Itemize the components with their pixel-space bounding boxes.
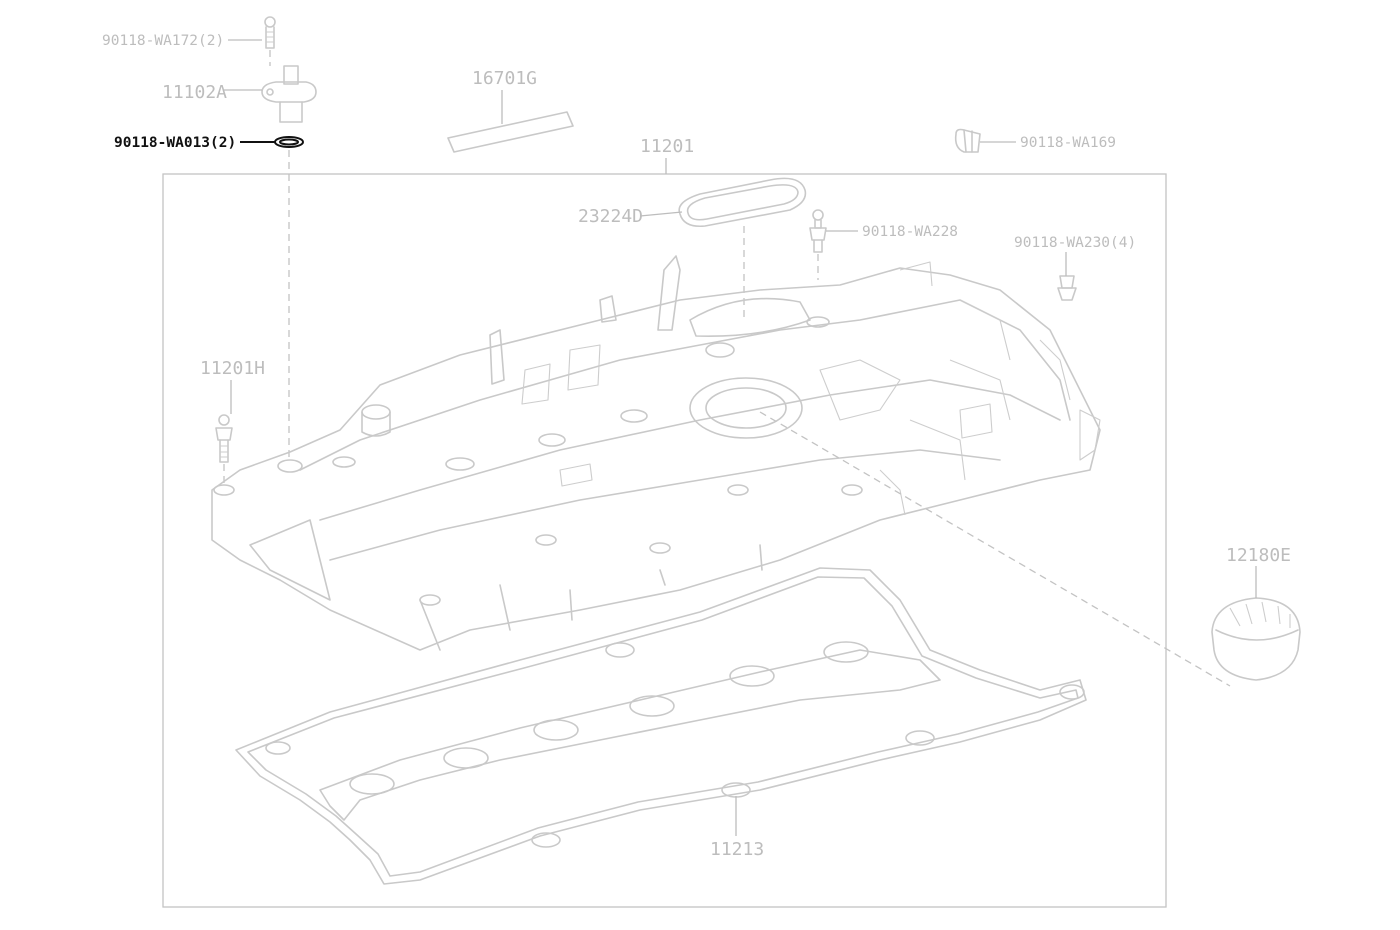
main-gasket-part-icon[interactable]	[235, 567, 1087, 885]
clip-part-icon[interactable]	[954, 128, 981, 153]
head-cover-part-icon[interactable]	[211, 255, 1101, 651]
grommet-part-icon[interactable]	[1057, 275, 1077, 301]
cover-bolt-part-icon[interactable]	[215, 414, 233, 463]
leader-small-gasket	[639, 211, 683, 217]
label-cover-assy[interactable]: 11201	[640, 136, 694, 157]
label-main-gasket[interactable]: 11213	[710, 839, 764, 860]
assembly-frame	[162, 173, 1167, 908]
bolt-part-icon[interactable]	[264, 16, 276, 49]
label-clip[interactable]: 90118-WA169	[1020, 135, 1116, 151]
label-small-gasket[interactable]: 23224D	[578, 206, 643, 227]
sensor-part-icon[interactable]	[261, 65, 317, 123]
oring-part-icon[interactable]	[274, 136, 304, 148]
label-cover-bolt[interactable]: 11201H	[200, 358, 265, 379]
label-oring[interactable]: 90118-WA013(2)	[114, 135, 236, 151]
label-stud[interactable]: 90118-WA228	[862, 224, 958, 240]
stud-part-icon[interactable]	[809, 209, 827, 253]
oil-cap-part-icon[interactable]	[1211, 597, 1301, 681]
tape-part-icon[interactable]	[447, 111, 574, 153]
label-sensor[interactable]: 11102A	[162, 82, 227, 103]
label-grommet[interactable]: 90118-WA230(4)	[1014, 235, 1136, 251]
label-tape[interactable]: 16701G	[472, 68, 537, 89]
label-bolt-top[interactable]: 90118-WA172(2)	[102, 33, 224, 49]
label-oil-cap[interactable]: 12180E	[1226, 545, 1291, 566]
axis-line-oil-cap	[759, 411, 1231, 687]
small-gasket-part-icon[interactable]	[678, 177, 807, 228]
